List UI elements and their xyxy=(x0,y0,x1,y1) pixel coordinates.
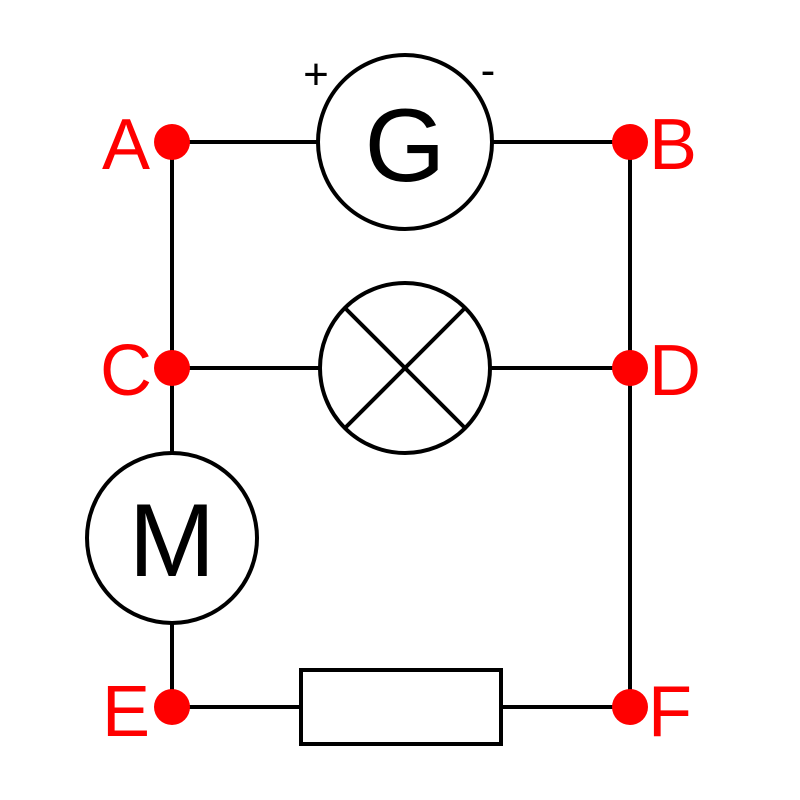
node-a-label: A xyxy=(102,105,150,185)
lamp-cross-icon xyxy=(343,306,467,430)
node-b-label: B xyxy=(649,105,697,185)
node-e-label: E xyxy=(102,672,150,752)
node-d-dot xyxy=(612,350,648,386)
motor-circle xyxy=(85,451,259,625)
resistor-rectangle-icon xyxy=(299,668,503,746)
generator-positive-label: + xyxy=(303,50,329,99)
node-f-label: F xyxy=(648,672,692,752)
node-e-dot xyxy=(154,689,190,725)
motor: M xyxy=(85,451,259,625)
node-b-dot xyxy=(612,124,648,160)
resistor xyxy=(299,668,503,746)
node-f-dot xyxy=(612,689,648,725)
node-c-dot xyxy=(154,350,190,386)
generator-circle xyxy=(316,53,494,231)
node-labels: A B C D E F xyxy=(100,105,701,752)
nodes xyxy=(154,124,648,725)
wires xyxy=(170,140,632,709)
node-a-dot xyxy=(154,124,190,160)
lamp xyxy=(318,281,492,455)
motor-symbol: M xyxy=(129,483,216,599)
generator-symbol: G xyxy=(365,88,446,204)
generator: G + - xyxy=(303,46,496,231)
generator-negative-label: - xyxy=(481,46,496,95)
node-c-label: C xyxy=(100,331,152,411)
node-d-label: D xyxy=(649,331,701,411)
